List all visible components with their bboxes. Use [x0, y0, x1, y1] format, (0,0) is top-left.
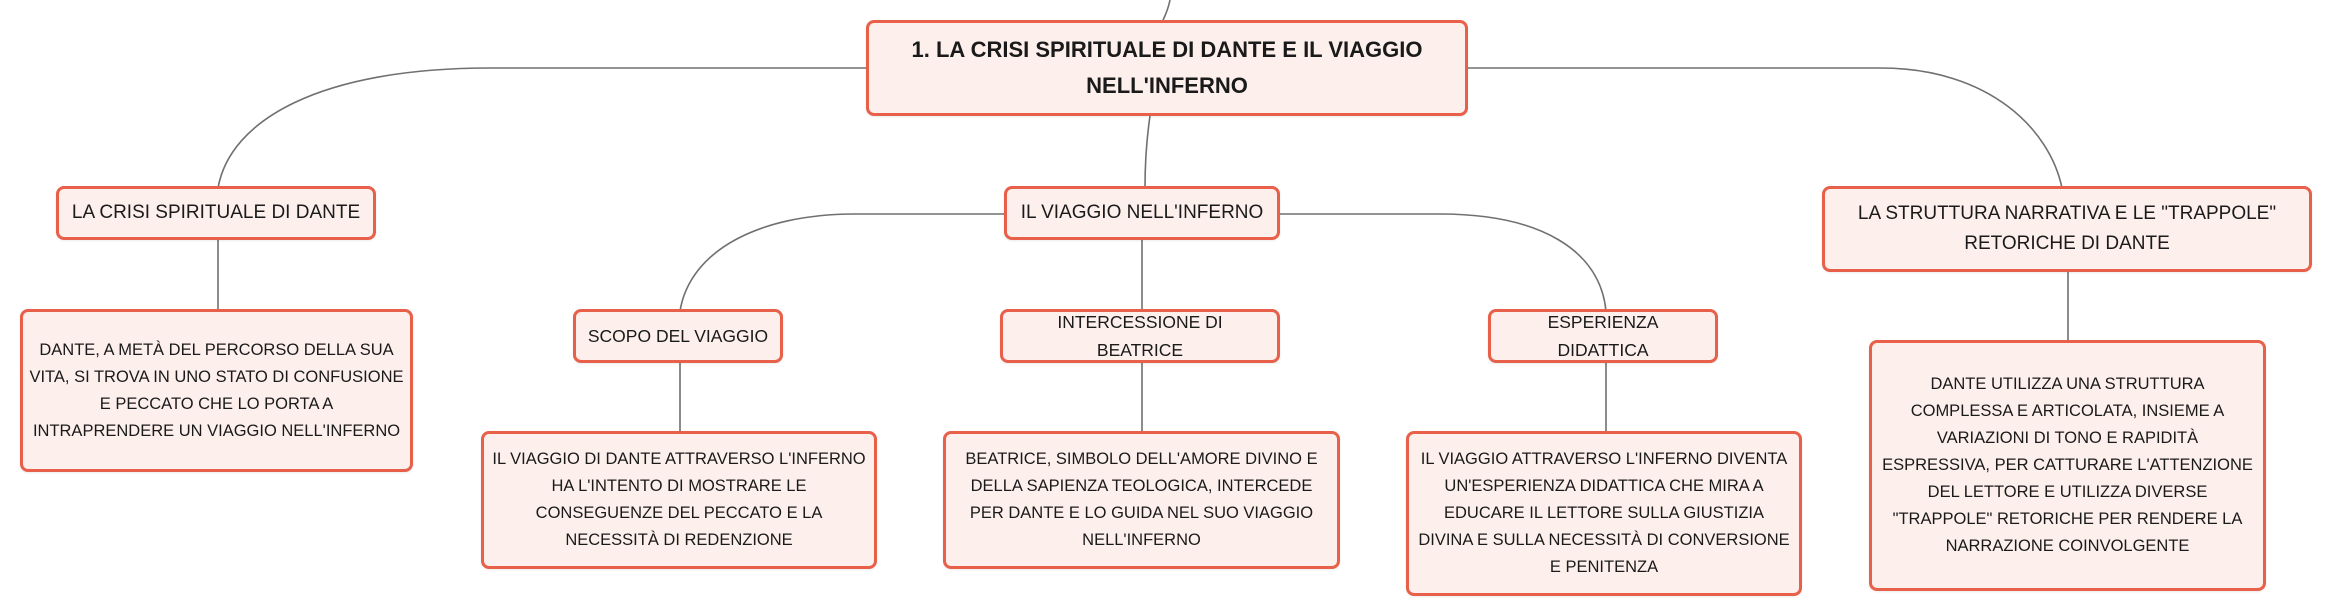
- connector-root-struttura: [1468, 67, 2063, 189]
- root-node[interactable]: 1. LA CRISI SPIRITUALE DI DANTE E IL VIA…: [866, 20, 1468, 116]
- subtopic-scopo-viaggio-label: SCOPO DEL VIAGGIO: [587, 326, 769, 346]
- detail-intercessione-beatrice-text: BEATRICE, SIMBOLO DELL'AMORE DIVINO E DE…: [965, 450, 1318, 549]
- detail-esperienza-didattica-text: IL VIAGGIO ATTRAVERSO L'INFERNO DIVENTA …: [1418, 450, 1790, 576]
- topic-viaggio-inferno[interactable]: IL VIAGGIO NELL'INFERNO: [1004, 186, 1280, 240]
- connector-parent-stub: [1162, 0, 1171, 21]
- detail-esperienza-didattica[interactable]: IL VIAGGIO ATTRAVERSO L'INFERNO DIVENTA …: [1406, 431, 1802, 596]
- connector-viaggio-scopo: [679, 213, 1008, 312]
- topic-crisi-spirituale[interactable]: LA CRISI SPIRITUALE DI DANTE: [56, 186, 376, 240]
- detail-crisi-spirituale[interactable]: DANTE, A METÀ DEL PERCORSO DELLA SUA VIT…: [20, 309, 413, 472]
- subtopic-intercessione-beatrice[interactable]: INTERCESSIONE DI BEATRICE: [1000, 309, 1280, 363]
- detail-scopo-viaggio-text: IL VIAGGIO DI DANTE ATTRAVERSO L'INFERNO…: [492, 450, 866, 549]
- topic-viaggio-inferno-label: IL VIAGGIO NELL'INFERNO: [1020, 202, 1264, 223]
- detail-struttura-narrativa[interactable]: DANTE UTILIZZA UNA STRUTTURA COMPLESSA E…: [1869, 340, 2266, 591]
- subtopic-scopo-viaggio[interactable]: SCOPO DEL VIAGGIO: [573, 309, 783, 363]
- root-node-label: 1. LA CRISI SPIRITUALE DI DANTE E IL VIA…: [911, 37, 1423, 98]
- connector-root-viaggio: [1144, 115, 1151, 189]
- detail-intercessione-beatrice[interactable]: BEATRICE, SIMBOLO DELL'AMORE DIVINO E DE…: [943, 431, 1340, 569]
- subtopic-esperienza-didattica[interactable]: ESPERIENZA DIDATTICA: [1488, 309, 1718, 363]
- detail-crisi-spirituale-text: DANTE, A METÀ DEL PERCORSO DELLA SUA VIT…: [29, 340, 404, 440]
- topic-struttura-narrativa-label: LA STRUTTURA NARRATIVA E LE "TRAPPOLE" R…: [1857, 203, 2277, 254]
- connector-viaggio-esperienza: [1280, 213, 1607, 312]
- connector-root-crisi: [217, 67, 870, 189]
- topic-crisi-spirituale-label: LA CRISI SPIRITUALE DI DANTE: [71, 202, 361, 223]
- topic-struttura-narrativa[interactable]: LA STRUTTURA NARRATIVA E LE "TRAPPOLE" R…: [1822, 186, 2312, 272]
- subtopic-intercessione-beatrice-label: INTERCESSIONE DI BEATRICE: [1057, 312, 1223, 360]
- subtopic-esperienza-didattica-label: ESPERIENZA DIDATTICA: [1547, 312, 1659, 360]
- detail-struttura-narrativa-text: DANTE UTILIZZA UNA STRUTTURA COMPLESSA E…: [1882, 375, 2253, 555]
- detail-scopo-viaggio[interactable]: IL VIAGGIO DI DANTE ATTRAVERSO L'INFERNO…: [481, 431, 877, 569]
